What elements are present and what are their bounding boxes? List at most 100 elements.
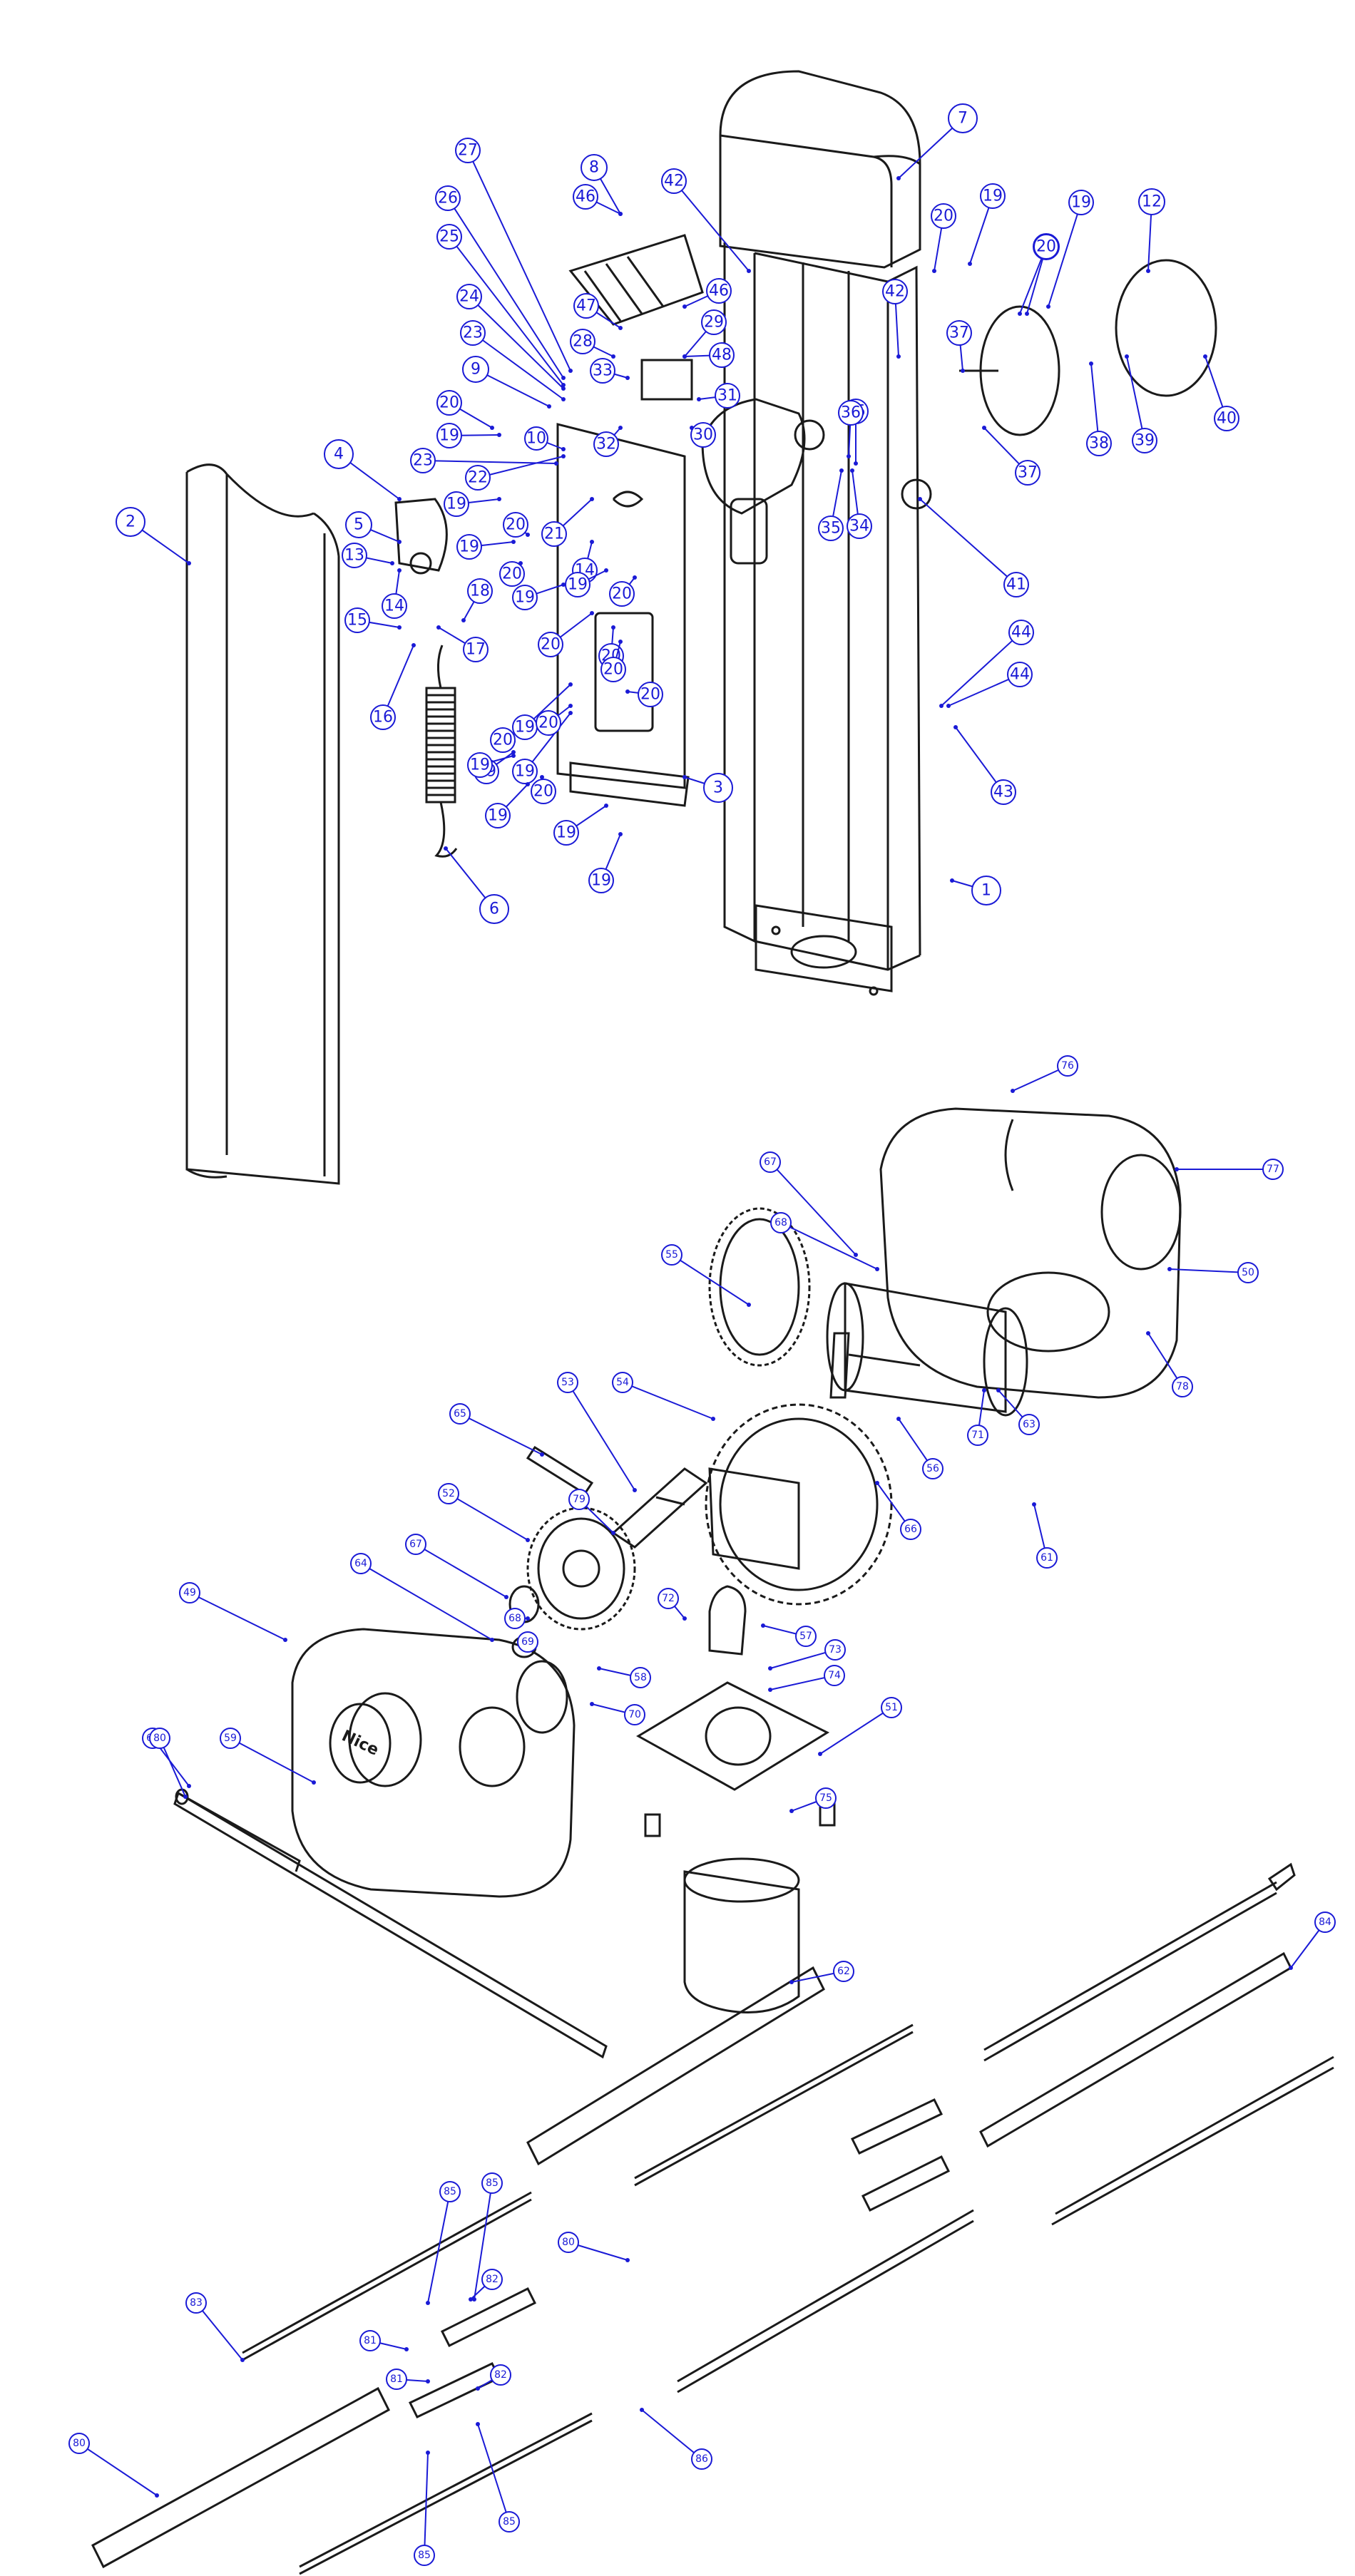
callout-leader-dot	[511, 754, 516, 758]
callout-78: 78	[1146, 1331, 1193, 1397]
callout-number: 51	[885, 1702, 898, 1713]
callout-34: 34	[847, 468, 872, 539]
callout-58: 58	[597, 1666, 651, 1688]
callout-19: 19	[968, 183, 1006, 266]
callout-leader-line	[360, 1563, 493, 1641]
callout-leader-dot	[950, 878, 954, 883]
callout-leader-line	[382, 645, 414, 718]
callout-17: 17	[436, 625, 489, 662]
callout-number: 41	[1006, 576, 1026, 594]
callout-number: 83	[190, 2297, 203, 2309]
main-column	[723, 242, 921, 996]
callout-20: 20	[499, 561, 525, 587]
callout-bubble	[456, 534, 482, 560]
callout-leader-dot	[918, 497, 922, 501]
callout-74: 74	[768, 1665, 845, 1692]
callout-leader-line	[477, 456, 564, 478]
callout-leader-dot	[1018, 312, 1022, 316]
callout-number: 85	[418, 2550, 431, 2561]
callout-number: 20	[439, 394, 459, 412]
callout-16: 16	[370, 643, 416, 730]
callout-number: 19	[515, 763, 535, 781]
callout-leader-dot	[633, 1488, 637, 1492]
callout-number: 17	[466, 641, 486, 659]
callout-number: 44	[1010, 666, 1030, 684]
callout-bubble	[499, 561, 525, 587]
callout-22: 22	[465, 454, 566, 491]
callout-leader-dot	[476, 2422, 480, 2426]
callout-86: 86	[640, 2408, 712, 2470]
callout-leader-line	[415, 1544, 507, 1598]
callout-bubble	[1007, 662, 1033, 687]
callout-number: 36	[841, 404, 861, 422]
callout-leader-dot	[540, 1452, 544, 1457]
mounting-plate	[556, 423, 690, 807]
callout-leader-dot	[818, 1752, 822, 1756]
callout-20: 20	[536, 704, 573, 736]
callout-8: 8	[581, 154, 623, 216]
callout-leader-dot	[1146, 1331, 1150, 1335]
callout-72: 72	[658, 1588, 687, 1621]
callout-leader-dot	[426, 2451, 430, 2455]
callout-bubble	[524, 426, 548, 451]
callout-bubble	[359, 2330, 381, 2351]
callout-54: 54	[612, 1372, 715, 1421]
callout-83: 83	[185, 2292, 245, 2362]
callout-bubble	[1132, 428, 1157, 453]
callout-number: 69	[521, 1636, 534, 1648]
callout-number: 80	[562, 2237, 575, 2248]
callout-leader-dot	[1289, 1966, 1293, 1970]
callout-bubble	[573, 184, 598, 210]
callout-70: 70	[590, 1702, 645, 1725]
callout-leader-dot	[526, 1538, 530, 1542]
callout-number: 19	[556, 824, 576, 842]
callout-bubble	[498, 2511, 520, 2533]
callout-number: 43	[993, 784, 1013, 801]
callout-number: 85	[444, 2186, 456, 2197]
callout-leader-dot	[682, 354, 687, 359]
callout-leader-dot	[896, 176, 901, 180]
front-cover-panel	[185, 463, 340, 1185]
callout-leader-line	[467, 150, 571, 371]
callout-bubble	[581, 154, 608, 181]
callout-4: 4	[324, 439, 402, 501]
callout-bubble	[661, 1244, 682, 1266]
callout-number: 76	[1061, 1060, 1074, 1072]
callout-leader-dot	[469, 2297, 473, 2302]
callout-leader-dot	[968, 262, 972, 266]
callout-bubble	[931, 203, 956, 229]
callout-number: 78	[1176, 1381, 1189, 1392]
callout-number: 85	[486, 2177, 498, 2189]
callout-leader-dot	[497, 497, 501, 501]
callout-number: 19	[515, 589, 535, 607]
callout-20: 20	[490, 727, 516, 753]
callout-number: 19	[983, 188, 1003, 205]
callout-number: 38	[1089, 435, 1109, 453]
callout-bubble	[185, 2292, 207, 2314]
callout-bubble	[971, 876, 1001, 905]
callout-19: 19	[512, 682, 573, 740]
callout-leader-dot	[540, 775, 544, 779]
callout-leader-dot	[1175, 1167, 1179, 1171]
callout-leader-dot	[625, 2258, 630, 2262]
callout-bubble	[690, 422, 716, 448]
gearbox-rear-housing	[879, 1107, 1182, 1399]
callout-leader-dot	[682, 304, 687, 309]
callout-56: 56	[896, 1417, 944, 1479]
callout-bubble	[1018, 1414, 1040, 1435]
callout-leader-dot	[526, 533, 530, 537]
callout-number: 52	[442, 1488, 455, 1499]
callout-leader-dot	[982, 426, 986, 430]
callout-7: 7	[896, 103, 978, 180]
callout-bubble	[465, 465, 491, 491]
callout-19: 19	[588, 832, 623, 893]
callout-bubble	[588, 868, 614, 893]
callout-number: 47	[576, 297, 596, 315]
callout-number: 39	[1135, 432, 1155, 450]
callout-bubble	[436, 423, 462, 448]
callout-63: 63	[996, 1388, 1040, 1435]
callout-43: 43	[953, 725, 1016, 805]
callout-20: 20	[436, 390, 494, 430]
callout-number: 40	[1217, 410, 1237, 428]
callout-bubble	[531, 779, 556, 804]
